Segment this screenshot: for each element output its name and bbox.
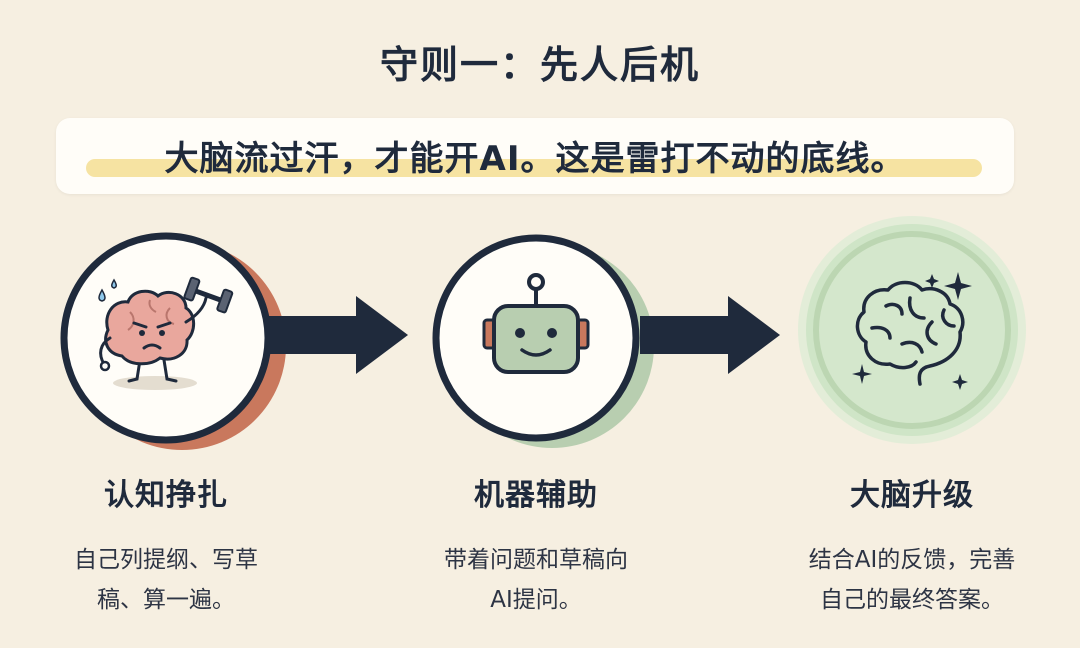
step3-circle bbox=[813, 231, 1011, 429]
banner-highlight bbox=[86, 159, 982, 177]
step1-desc-line2: 稿、算一遍。 bbox=[97, 587, 235, 613]
step1-title: 认知挣扎 bbox=[104, 478, 228, 513]
page-title: 守则一：先人后机 bbox=[379, 43, 700, 87]
step3-desc-line2: 自己的最终答案。 bbox=[820, 587, 1004, 613]
brain-lifting-dumbbell-icon bbox=[98, 276, 234, 390]
step2-description: 带着问题和草稿向 AI提问。 bbox=[401, 540, 671, 620]
step3-desc-line1: 结合AI的反馈，完善 bbox=[808, 547, 1016, 573]
step3-description: 结合AI的反馈，完善 自己的最终答案。 bbox=[777, 540, 1047, 620]
arrow-right-icon bbox=[268, 296, 408, 374]
glowing-brain-icon bbox=[855, 280, 965, 386]
step2-desc-line1: 带着问题和草稿向 bbox=[444, 547, 628, 573]
robot-icon bbox=[482, 273, 590, 374]
principle-banner: 大脑流过汗，才能开AI。这是雷打不动的底线。 bbox=[56, 118, 1014, 194]
banner-text: 大脑流过汗，才能开AI。这是雷打不动的底线。 bbox=[164, 139, 906, 179]
step2-desc-line2: AI提问。 bbox=[490, 587, 582, 613]
step3-title: 大脑升级 bbox=[850, 478, 974, 513]
step1-description: 自己列提纲、写草 稿、算一遍。 bbox=[31, 540, 301, 620]
sparkle-icon bbox=[852, 272, 972, 390]
step1-desc-line1: 自己列提纲、写草 bbox=[74, 547, 258, 573]
step2-title: 机器辅助 bbox=[474, 478, 598, 513]
arrow-right-icon bbox=[640, 296, 780, 374]
